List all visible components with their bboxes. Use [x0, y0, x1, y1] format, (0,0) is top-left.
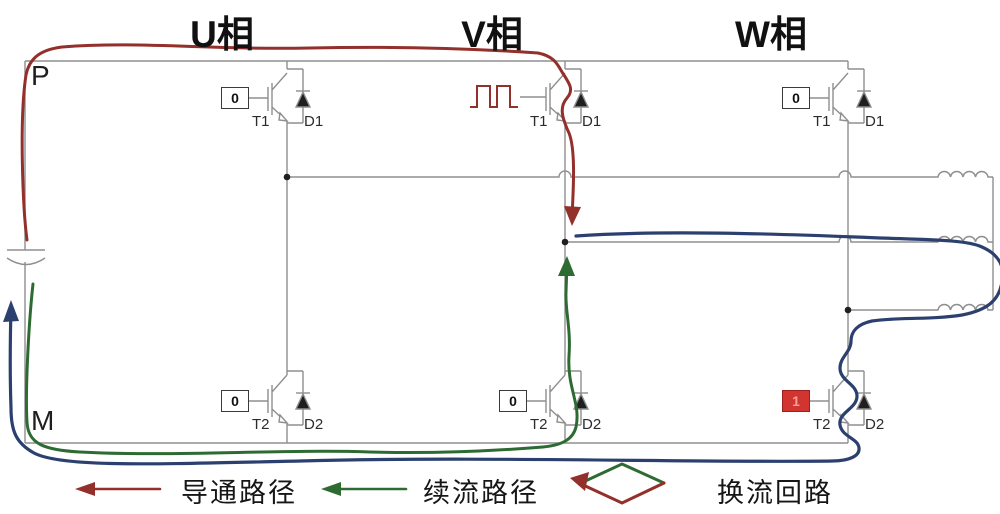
phase-title-v: V相 [461, 14, 523, 55]
v-bottom-gate-signal: 0 [499, 390, 527, 412]
legend-conduction-label: 导通路径 [181, 478, 297, 508]
u-output-line [287, 170, 993, 178]
w-top-gate-signal: 0 [782, 87, 810, 109]
capacitor-bottom-plate [6, 257, 46, 266]
w-output-node [844, 306, 852, 314]
phase-legs [286, 123, 849, 371]
w-bottom-diode-label: D2 [865, 416, 885, 433]
conduction-legend-arrowhead-icon [75, 482, 95, 496]
u-top-transistor-label: T1 [252, 113, 270, 130]
u-bottom-transistor-label: T2 [252, 416, 270, 433]
commutation-legend-arrowhead-icon [570, 472, 589, 491]
u-top-gate-signal: 0 [221, 87, 249, 109]
freewheel-legend-arrowhead-icon [321, 482, 341, 496]
commutation-legend-diamond-top-icon [579, 462, 666, 485]
w-top-transistor-label: T1 [813, 113, 831, 130]
v-output-node [561, 238, 569, 246]
negative-bus-label: M [31, 405, 55, 436]
v-bottom-transistor-label: T2 [530, 416, 548, 433]
phase-title-w: W相 [735, 14, 807, 55]
w-bottom-gate-signal: 1 [782, 390, 810, 412]
legend-commutation-label: 换流回路 [717, 478, 833, 508]
circuit-wires [6, 60, 994, 444]
legend-freewheel-label: 续流路径 [423, 478, 539, 508]
phase-title-u: U相 [190, 14, 254, 55]
v-bottom-diode-label: D2 [582, 416, 602, 433]
w-output-line [848, 303, 993, 311]
commutation-path [8, 231, 1000, 466]
pwm-pulse-waveform-icon [470, 85, 518, 108]
u-top-diode-label: D1 [304, 113, 324, 130]
conduction-arrowhead-icon [564, 206, 581, 226]
junction-dots [283, 173, 852, 314]
legend-symbols [75, 462, 666, 505]
u-bottom-gate-signal: 0 [221, 390, 249, 412]
v-top-diode-label: D1 [582, 113, 602, 130]
v-top-transistor-label: T1 [530, 113, 548, 130]
gate-leads [247, 96, 829, 402]
u-output-node [283, 173, 291, 181]
u-bottom-diode-label: D2 [304, 416, 324, 433]
freewheel-path [24, 262, 579, 456]
commutation-arrowhead-icon [3, 300, 19, 322]
w-top-diode-label: D1 [865, 113, 885, 130]
positive-bus-label: P [31, 60, 50, 91]
w-bottom-transistor-label: T2 [813, 416, 831, 433]
commutation-legend-diamond-bottom-icon [579, 481, 666, 505]
conduction-path [20, 43, 576, 242]
freewheel-arrowhead-icon [558, 256, 575, 276]
